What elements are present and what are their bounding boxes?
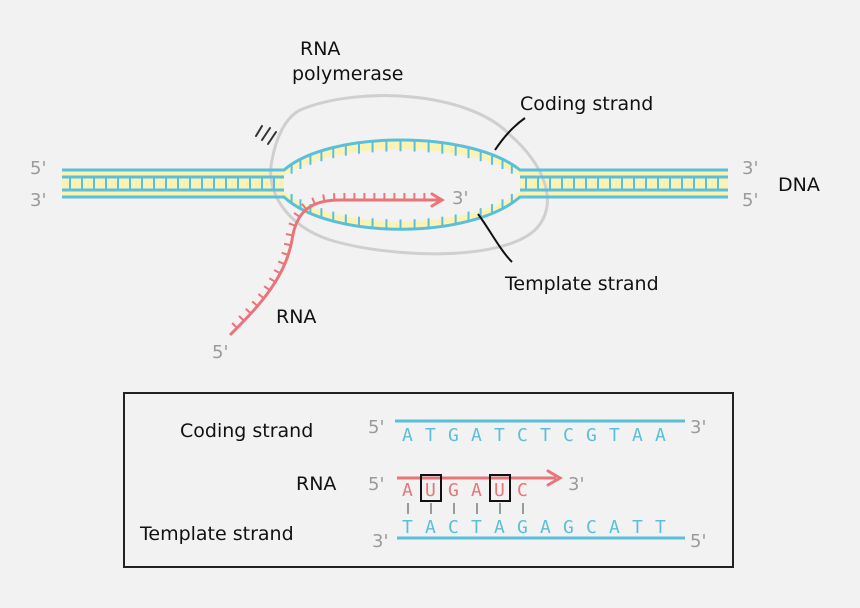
legend-template-label: Template strand [139, 523, 294, 545]
rna-head-end: 3' [452, 188, 468, 209]
coding-base: C [517, 425, 528, 446]
uracil-highlight-box [489, 474, 511, 502]
coding-base: T [425, 425, 436, 446]
rna-nucleotide-tick [277, 260, 286, 266]
dna-fill-right [520, 170, 728, 197]
rna-nucleotide-tick [322, 194, 326, 202]
template-base: A [425, 517, 436, 538]
legend-template-end: 5' [690, 531, 706, 552]
legend-coding-label: Coding strand [180, 420, 313, 442]
coding-base: A [632, 425, 643, 446]
template-base: G [563, 517, 574, 538]
polymerase-label-line2: polymerase [292, 63, 403, 85]
legend-coding-start: 5' [368, 417, 384, 438]
rna-strand [228, 198, 440, 337]
dna-double-helix [62, 138, 728, 231]
coding-base: C [563, 425, 574, 446]
template-base: T [402, 517, 413, 538]
dna-label: DNA [778, 174, 820, 196]
rna-transcript [228, 192, 445, 337]
rna-nucleotide-tick [285, 233, 293, 237]
template-base: C [586, 517, 597, 538]
legend-rna-start: 5' [368, 474, 384, 495]
coding-strand-label: Coding strand [520, 93, 653, 115]
rna-tail-end: 5' [212, 342, 228, 363]
rna-nucleotide-tick [238, 315, 245, 322]
coding-base: A [402, 425, 413, 446]
rna-label: RNA [276, 306, 316, 328]
rna-nucleotide-tick [268, 277, 276, 283]
motion-marks [255, 125, 277, 145]
rna-nucleotide-tick [263, 285, 271, 292]
legend-rna-end: 3' [568, 474, 584, 495]
coding-base: A [471, 425, 482, 446]
legend-template-start: 3' [372, 531, 388, 552]
template-base: T [632, 517, 643, 538]
coding-base: T [540, 425, 551, 446]
coding-strand-pointer [494, 117, 526, 151]
rna-base: A [471, 480, 482, 501]
rna-nucleotide-tick [301, 203, 308, 211]
rna-base: U [494, 480, 505, 501]
legend-rna-arrowhead [546, 469, 563, 487]
rna-nucleotide-tick [293, 212, 301, 218]
rna-polymerase-blob [269, 94, 549, 256]
template-base: G [517, 517, 528, 538]
rna-nucleotide-tick [251, 300, 259, 307]
sequence-legend-box [123, 392, 734, 568]
uracil-highlight-box [420, 474, 442, 502]
coding-base: T [609, 425, 620, 446]
dna-right-bottom-end: 5' [742, 190, 758, 211]
dna-right-top-end: 3' [742, 158, 758, 179]
rna-arrowhead [430, 192, 445, 208]
rna-nucleotide-tick [231, 322, 238, 329]
rna-nucleotide-tick [257, 293, 265, 300]
rna-base: C [517, 480, 528, 501]
template-base: T [471, 517, 482, 538]
rna-nucleotide-tick [273, 269, 281, 275]
dna-left-top-end: 5' [30, 158, 46, 179]
template-base: A [540, 517, 551, 538]
coding-base: T [494, 425, 505, 446]
template-base: A [609, 517, 620, 538]
template-strand-label: Template strand [504, 273, 659, 295]
rna-nucleotide-tick [288, 222, 296, 227]
dna-fill-left [62, 170, 284, 197]
polymerase-label-line1: RNA [300, 38, 340, 60]
coding-base: G [586, 425, 597, 446]
rna-nucleotide-tick [283, 242, 292, 247]
rna-nucleotide-tick [245, 308, 252, 315]
coding-base: G [448, 425, 459, 446]
legend-coding-end: 3' [690, 417, 706, 438]
rna-base: A [402, 480, 413, 501]
rna-base: G [448, 480, 459, 501]
dna-left-bottom-end: 3' [30, 190, 46, 211]
template-base: C [448, 517, 459, 538]
template-base: T [655, 517, 666, 538]
rna-nucleotide-tick [281, 251, 289, 256]
bubble-fill-top [282, 140, 522, 177]
coding-base: A [655, 425, 666, 446]
template-base: A [494, 517, 505, 538]
rna-base: U [425, 480, 436, 501]
rna-nucleotide-tick [311, 197, 316, 205]
legend-rna-label: RNA [296, 473, 336, 495]
bubble-fill-bottom [282, 190, 522, 230]
template-strand-pointer [477, 213, 513, 263]
